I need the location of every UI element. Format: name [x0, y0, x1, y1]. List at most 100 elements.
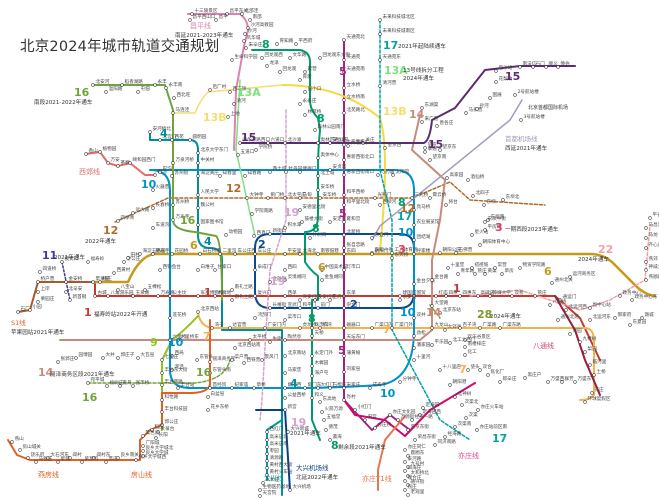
- station[interactable]: 黄渠: [483, 267, 497, 276]
- station[interactable]: 小园: [28, 303, 42, 312]
- station[interactable]: 永丰: [153, 78, 167, 87]
- station[interactable]: 上地: [226, 110, 240, 119]
- station[interactable]: 香山: [84, 147, 98, 156]
- station[interactable]: 北京东站: [438, 306, 462, 315]
- station[interactable]: 西钓鱼台: [158, 263, 182, 272]
- station[interactable]: 魏公村: [196, 201, 215, 210]
- station[interactable]: 酒仙桥: [466, 173, 485, 182]
- station[interactable]: 定海园西: [418, 408, 442, 417]
- station[interactable]: 高米店北: [265, 433, 289, 442]
- station[interactable]: 永丰南: [164, 81, 183, 90]
- station[interactable]: 西黄村: [112, 266, 131, 275]
- station[interactable]: 前门: [316, 301, 330, 310]
- station[interactable]: 老观里: [406, 488, 425, 497]
- station[interactable]: 十三陵景区: [190, 7, 218, 16]
- station[interactable]: 沙河高教园: [246, 21, 274, 30]
- station[interactable]: 霍营: [303, 65, 317, 74]
- station[interactable]: 火器营: [151, 183, 170, 192]
- station[interactable]: 齐心庄: [644, 241, 659, 250]
- station[interactable]: 平谷: [648, 211, 659, 220]
- station[interactable]: 军事博物馆: [196, 289, 224, 298]
- station[interactable]: 学院南路: [250, 207, 274, 216]
- station[interactable]: 七里庄: [160, 353, 179, 362]
- station[interactable]: 温阳路: [104, 85, 123, 94]
- station[interactable]: 二里沟: [218, 247, 237, 256]
- station[interactable]: 后沙峪: [494, 64, 513, 73]
- station[interactable]: 四惠: [444, 289, 458, 298]
- station[interactable]: 刘家窑: [342, 365, 361, 374]
- station[interactable]: 慈寿寺: [151, 247, 170, 256]
- station[interactable]: 珠市口: [310, 321, 329, 330]
- station[interactable]: 双桥: [510, 289, 524, 298]
- station[interactable]: 磁器口: [342, 321, 361, 330]
- station[interactable]: 燕顺路: [644, 273, 659, 282]
- station[interactable]: 潘家园: [412, 341, 431, 350]
- station[interactable]: 八宝山: [116, 283, 135, 292]
- station[interactable]: 天桥: [310, 329, 324, 338]
- station[interactable]: 化工: [463, 348, 477, 357]
- station[interactable]: 万寿路: [156, 289, 175, 298]
- station[interactable]: 成寿寺: [368, 381, 387, 390]
- station[interactable]: 瑞合庄: [403, 474, 422, 483]
- station[interactable]: 大葆台: [156, 425, 175, 434]
- station[interactable]: 3号航站楼: [519, 113, 546, 122]
- station[interactable]: 安德里北街: [298, 203, 326, 212]
- station[interactable]: 南法信: [518, 60, 537, 69]
- station[interactable]: 玉泉路: [131, 289, 150, 298]
- station[interactable]: 东坝: [482, 198, 496, 207]
- station[interactable]: 亦庄站前区南: [475, 423, 508, 432]
- station[interactable]: 劲松: [412, 329, 426, 338]
- station[interactable]: 东坝中街: [483, 215, 507, 224]
- station[interactable]: 万泉河桥: [171, 156, 195, 165]
- station[interactable]: 宋家庄: [342, 381, 361, 390]
- station[interactable]: 东坝北: [501, 193, 520, 202]
- station[interactable]: 平房村: [483, 223, 502, 232]
- station[interactable]: 垡头: [466, 363, 480, 372]
- station[interactable]: 清河: [232, 97, 246, 106]
- station[interactable]: 广阳城: [141, 439, 160, 448]
- station[interactable]: 瀛海: [328, 433, 342, 442]
- station[interactable]: 泥洼: [170, 363, 184, 372]
- station[interactable]: 阎村: [68, 451, 82, 460]
- station[interactable]: 西坝河: [378, 198, 397, 207]
- station[interactable]: 稻田: [150, 423, 164, 432]
- station[interactable]: 良乡大学城北: [141, 444, 174, 453]
- station[interactable]: 鹿圈东: [406, 449, 425, 458]
- station[interactable]: 大兴新城: [286, 425, 310, 434]
- station[interactable]: 沙河: [243, 27, 257, 36]
- station[interactable]: 朝阳港: [448, 378, 467, 387]
- station[interactable]: 牡丹园: [284, 165, 303, 174]
- station[interactable]: 广渠门外: [390, 321, 414, 330]
- station[interactable]: 潞城: [640, 311, 654, 320]
- station[interactable]: 良乡南关: [116, 451, 140, 460]
- station[interactable]: 北土城: [316, 169, 335, 178]
- station[interactable]: 蓟门桥: [266, 191, 285, 200]
- station[interactable]: 杨庄: [98, 275, 112, 284]
- station[interactable]: 小红门: [353, 403, 372, 412]
- station[interactable]: 东高地: [318, 395, 337, 404]
- station[interactable]: 达官营: [228, 321, 247, 330]
- station[interactable]: 天通苑: [342, 53, 361, 62]
- station[interactable]: 雍和宫: [342, 215, 361, 224]
- station[interactable]: 昌平东关: [225, 7, 249, 16]
- station[interactable]: 北沙滩: [283, 136, 302, 145]
- station[interactable]: 万盛东: [573, 375, 592, 384]
- station[interactable]: 饶乐府: [26, 451, 45, 460]
- station[interactable]: 西铁营: [242, 356, 261, 365]
- station[interactable]: 良乡大学城西: [134, 453, 167, 462]
- station[interactable]: 西局: [170, 350, 184, 358]
- station[interactable]: 肖村: [342, 393, 356, 402]
- station[interactable]: 桥户营: [36, 275, 55, 284]
- station[interactable]: 朝阳公园: [438, 246, 462, 255]
- station[interactable]: 马坊: [644, 231, 658, 240]
- station[interactable]: 副中心站: [588, 301, 612, 310]
- station[interactable]: 四海庄: [403, 464, 422, 473]
- station[interactable]: 次渠南: [453, 420, 472, 429]
- station[interactable]: 西直门: [252, 229, 271, 238]
- station[interactable]: 北京西站: [196, 305, 220, 314]
- station[interactable]: 大红门: [316, 381, 335, 390]
- station[interactable]: 阜通: [423, 145, 437, 154]
- station[interactable]: 苹果园: [91, 275, 110, 284]
- station[interactable]: 北安河: [91, 78, 110, 87]
- station[interactable]: 物资学院路: [518, 261, 546, 270]
